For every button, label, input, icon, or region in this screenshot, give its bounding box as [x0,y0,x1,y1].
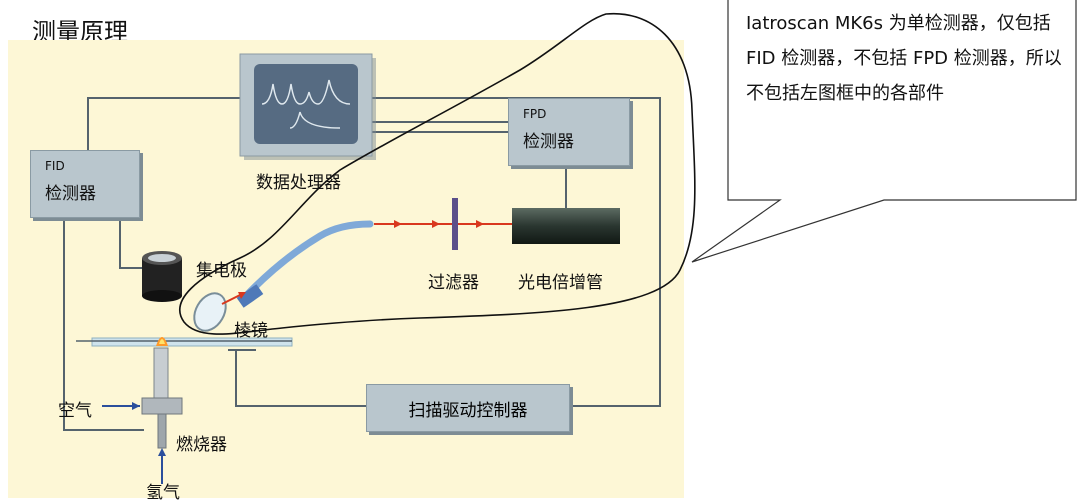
fid-to-collector-line [119,218,142,269]
fid-label-big: 检测器 [45,184,96,204]
filter-label: 过滤器 [428,273,479,293]
burner-label: 燃烧器 [176,435,227,455]
highlight-loop [179,12,696,335]
fpd-label-small: FPD [523,107,547,121]
callout-text: Iatroscan MK6s 为单检测器，仅包括 FID 检测器，不包括 FPD… [746,13,1062,104]
callout-box [691,0,1077,263]
fpd-detector-box: FPD 检测器 [508,98,630,166]
hydrogen-label: 氢气 [146,483,180,503]
fiber-optic [240,220,374,302]
burner [141,337,183,449]
fid-to-burner-line [63,218,144,431]
fid-to-processor-line [87,97,240,150]
tlc-rod [91,337,293,347]
collector-label: 集电极 [196,261,247,281]
plate-to-scan-line [235,350,366,407]
prism [193,292,227,332]
pmt-label: 光电倍增管 [518,273,603,293]
collector-electrode [142,251,182,302]
data-processor-label: 数据处理器 [256,173,341,193]
filter [452,198,458,250]
scan-controller-box: 扫描驱动控制器 [366,384,570,432]
prism-label: 棱镜 [234,321,268,341]
laser-beam [221,220,516,305]
callout: Iatroscan MK6s 为单检测器，仅包括 FID 检测器，不包括 FPD… [728,0,1073,200]
scan-controller-label: 扫描驱动控制器 [408,400,528,421]
fpd-label-big: 检测器 [523,132,574,152]
photomultiplier [512,208,620,244]
data-processor-box [239,53,376,160]
air-label: 空气 [58,401,92,421]
fid-detector-box: FID 检测器 [30,150,140,218]
fid-label-small: FID [45,159,65,173]
